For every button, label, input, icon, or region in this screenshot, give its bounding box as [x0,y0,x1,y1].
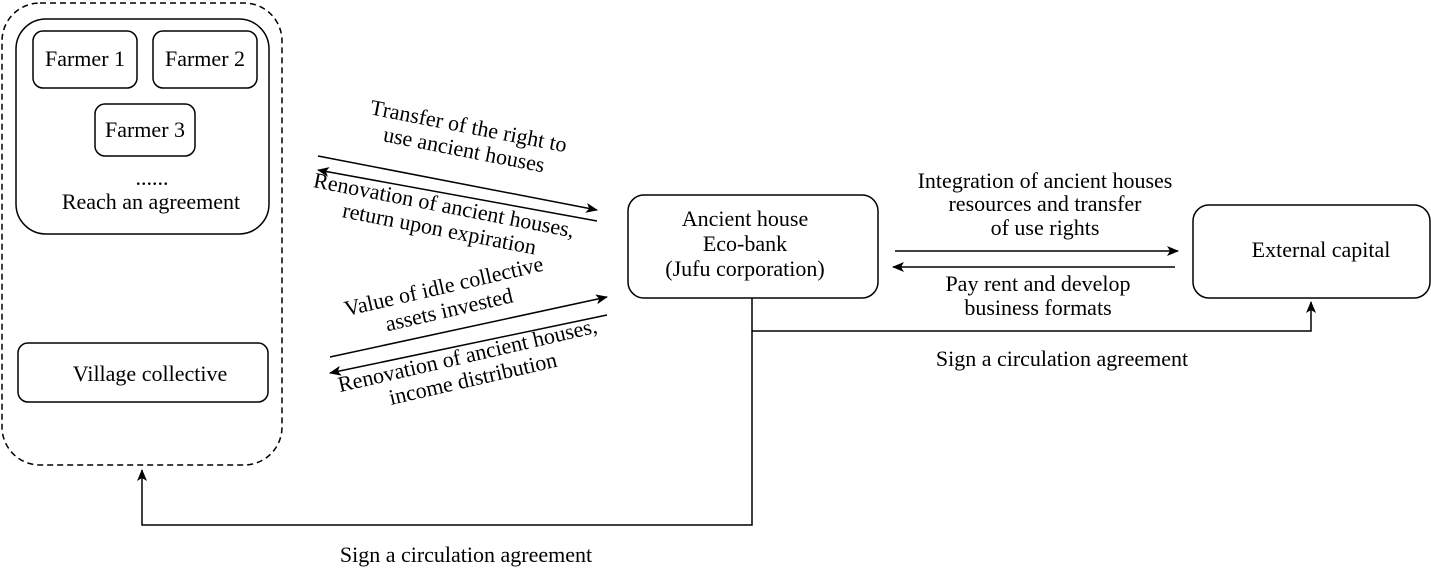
renovation-return-arrow [317,167,598,222]
idle-assets-arrow [329,294,608,358]
farmer-2-label: Farmer 2 [165,46,245,71]
more-farmers-ellipsis: ...... [136,165,169,190]
reach-agreement-label: Reach an agreement [62,189,240,214]
pay-rent-label-line-2: business formats [964,295,1111,320]
village-collective-box [17,342,269,403]
farmer-1-box [32,30,138,89]
pay-rent-label-line-1: Pay rent and develop [945,271,1130,296]
renovation-income-arrow [329,314,608,376]
transfer-right-arrow [317,155,598,213]
eco-bank-box [627,194,879,299]
sign-agreement-farmers-label: Sign a circulation agreement [340,542,592,567]
sign-agreement-farmers-connector [137,331,753,526]
farmer-3-label: Farmer 3 [105,117,185,142]
eco-bank-label-line-1: Ancient house [682,206,808,231]
farmer-2-box [152,30,258,89]
sign-agreement-external-connector [751,298,1316,332]
integration-label-line-2: resources and transfer [948,191,1142,216]
eco-bank-label-line-2: Eco-bank [703,231,787,256]
farmer-1-label: Farmer 1 [45,46,125,71]
external-capital-box [1192,204,1431,299]
integration-label-line-3: of use rights [991,215,1100,240]
farmers-group-boundary [1,2,283,466]
farmer-3-box [94,103,196,157]
integration-label-line-1: Integration of ancient houses [918,168,1173,193]
eco-bank-label-line-3: (Jufu corporation) [665,256,824,281]
village-collective-label: Village collective [73,361,227,386]
external-capital-label: External capital [1252,237,1391,262]
sign-agreement-external-label: Sign a circulation agreement [936,346,1188,371]
